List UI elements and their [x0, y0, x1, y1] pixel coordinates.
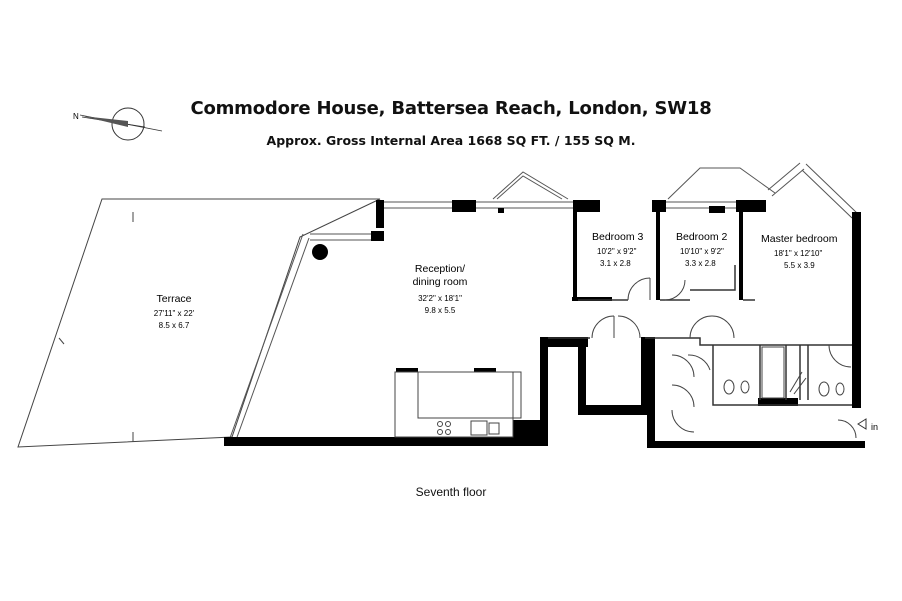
room-dimensions-imperial: 32'2" x 18'1": [418, 294, 462, 303]
entrance-label: in: [871, 422, 878, 432]
room-name: dining room: [413, 276, 468, 288]
room-terrace-label: Terrace 27'11" x 22' 8.5 x 6.7: [154, 293, 195, 330]
room-dimensions-metric: 3.1 x 2.8: [600, 259, 631, 268]
compass-icon: N: [73, 107, 163, 141]
entrance-arrow-icon: [857, 418, 867, 430]
room-reception-label: Reception/ dining room 32'2" x 18'1" 9.8…: [413, 263, 468, 315]
room-dimensions-metric: 8.5 x 6.7: [159, 321, 190, 330]
toilet-icon: [723, 379, 735, 395]
room-dimensions-imperial: 27'11" x 22': [154, 309, 195, 318]
compass-north-label: N: [73, 112, 79, 121]
room-name: Terrace: [156, 293, 191, 305]
bay-projections: [492, 167, 776, 200]
property-title: Commodore House, Battersea Reach, London…: [190, 98, 712, 119]
sink-icon: [470, 420, 500, 436]
door-swings: [591, 277, 857, 439]
floor-label: Seventh floor: [415, 485, 487, 499]
internal-walls: [548, 265, 852, 406]
basin-icon: [740, 380, 750, 394]
kitchen: [394, 371, 522, 438]
room-dimensions-imperial: 10'2" x 9'2": [597, 247, 637, 256]
room-name: Reception/: [415, 263, 465, 275]
terrace-area: [17, 198, 381, 448]
room-master-bedroom-label: Master bedroom 18'1" x 12'10" 5.5 x 3.9: [761, 233, 838, 270]
room-dimensions-imperial: 10'10" x 9'2": [680, 247, 724, 256]
basin-icon: [835, 382, 845, 396]
bath-icon: [761, 346, 785, 399]
walls: [224, 200, 865, 448]
room-dimensions-metric: 9.8 x 5.5: [425, 306, 456, 315]
room-name: Bedroom 3: [592, 231, 644, 243]
room-bedroom2-label: Bedroom 2 10'10" x 9'2" 3.3 x 2.8: [676, 231, 728, 268]
room-name: Master bedroom: [761, 233, 838, 245]
hob-icon: [437, 421, 451, 435]
bathroom-fixtures: [723, 346, 845, 399]
room-dimensions-metric: 3.3 x 2.8: [685, 259, 716, 268]
room-bedroom3-label: Bedroom 3 10'2" x 9'2" 3.1 x 2.8: [592, 231, 644, 268]
toilet-icon: [818, 381, 830, 397]
room-name: Bedroom 2: [676, 231, 728, 243]
gross-area-subtitle: Approx. Gross Internal Area 1668 SQ FT. …: [266, 133, 636, 148]
room-dimensions-metric: 5.5 x 3.9: [784, 261, 815, 270]
room-dimensions-imperial: 18'1" x 12'10": [774, 249, 822, 258]
